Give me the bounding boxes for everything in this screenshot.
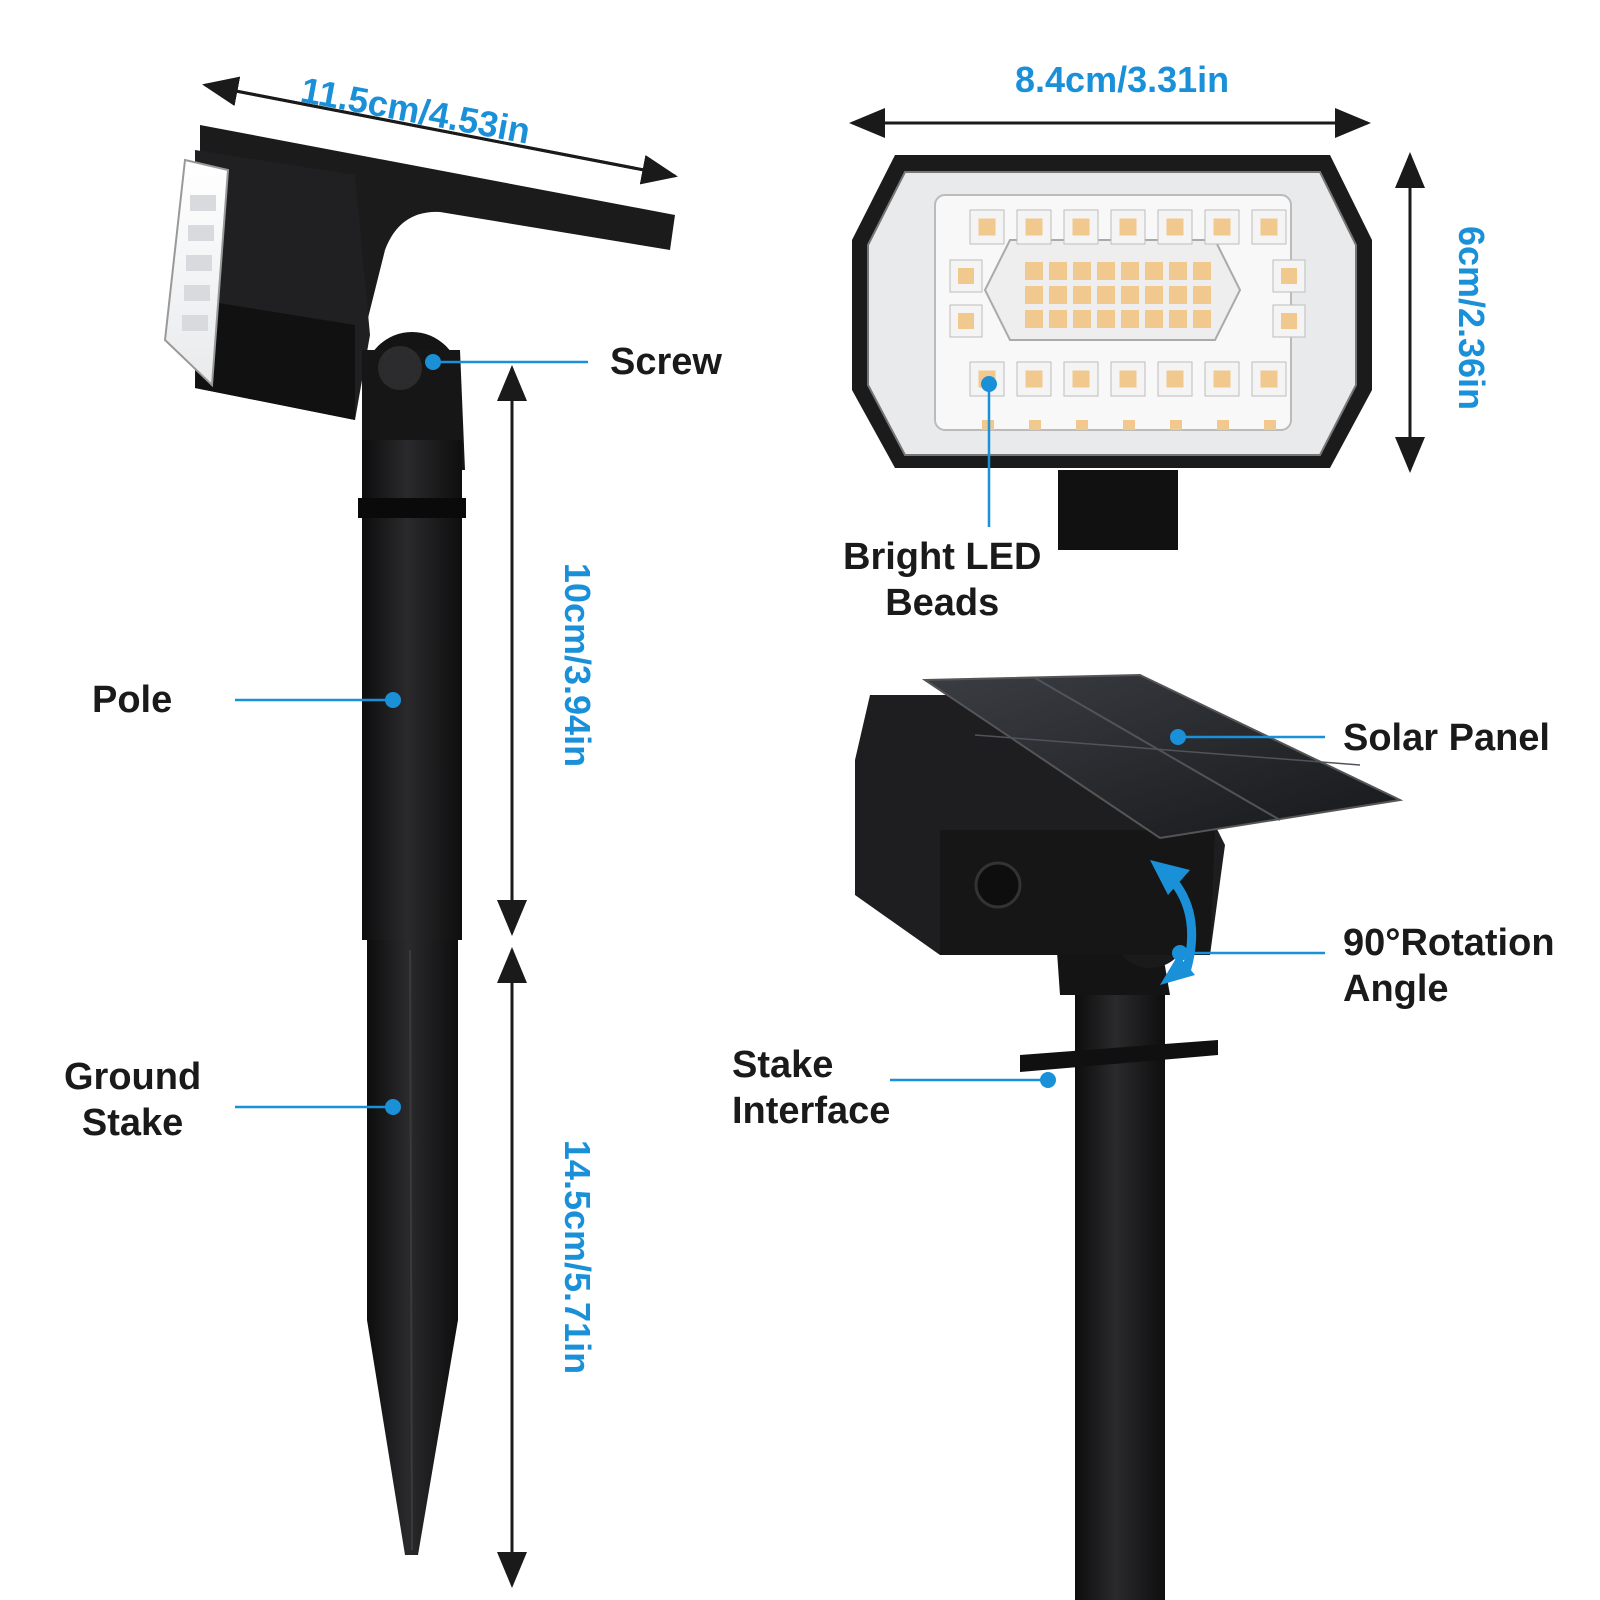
ground-stake-label-line2: Stake [81, 1102, 184, 1144]
bright-led-label-line2: Beads [885, 582, 1000, 624]
led-bead [1145, 286, 1163, 304]
led-bead [1264, 420, 1276, 430]
rotation-angle-label-line2: Angle [1343, 968, 1449, 1010]
led-bead [1025, 310, 1043, 328]
led-bead [1213, 218, 1231, 236]
led-beads [949, 209, 1306, 430]
led-bead [1213, 370, 1231, 388]
led-bead [1025, 286, 1043, 304]
led-bead [958, 268, 974, 284]
panel-width-dimension: 8.4cm/3.31in [1015, 59, 1230, 100]
led-bead [1073, 262, 1091, 280]
led-bead [1097, 310, 1115, 328]
led-bead [1025, 218, 1043, 236]
rotation-angle-label: 90°Rotation Angle [1343, 920, 1555, 1012]
bright-led-label-line1: Bright LED [843, 536, 1042, 578]
panel-height-dimension: 6cm/2.36in [1451, 225, 1492, 411]
bright-led-label: Bright LED Beads [843, 534, 1041, 626]
led-bead [1073, 310, 1091, 328]
led-bead [1169, 262, 1187, 280]
pole-label: Pole [92, 679, 173, 721]
led-bead [1072, 218, 1090, 236]
led-bead [958, 313, 974, 329]
side-view-light [163, 125, 675, 1555]
led-bead [1193, 310, 1211, 328]
led-bead [1121, 286, 1139, 304]
led-bead [1097, 286, 1115, 304]
stake-interface-label: Stake Interface [732, 1042, 890, 1134]
front-view-light [852, 155, 1372, 550]
led-bead [1029, 420, 1041, 430]
led-bead [1049, 262, 1067, 280]
led-bead [1193, 286, 1211, 304]
stake-length-dimension: 14.5cm/5.71in [557, 1139, 598, 1375]
led-bead [1169, 310, 1187, 328]
led-bead [1123, 420, 1135, 430]
ground-stake-label: Ground Stake [64, 1054, 201, 1146]
led-bead [1073, 286, 1091, 304]
led-bead [1072, 370, 1090, 388]
led-bead-frame [1016, 209, 1052, 245]
angled-view-light [855, 673, 1404, 1600]
screw-label: Screw [610, 341, 722, 383]
led-bead [1145, 310, 1163, 328]
led-bead-frame [1063, 209, 1099, 245]
led-bead [1260, 370, 1278, 388]
led-bead [1260, 218, 1278, 236]
led-bead [1025, 370, 1043, 388]
led-bead [1166, 370, 1184, 388]
pole-length-dimension: 10cm/3.94in [557, 562, 598, 768]
rotation-angle-label-line1: 90°Rotation [1343, 922, 1555, 964]
led-bead [1145, 262, 1163, 280]
led-bead [1217, 420, 1229, 430]
led-bead [1121, 262, 1139, 280]
solar-panel-label: Solar Panel [1343, 717, 1550, 759]
ground-stake-label-line1: Ground [64, 1056, 202, 1098]
led-bead [1281, 313, 1297, 329]
led-bead [1049, 286, 1067, 304]
led-bead [1049, 310, 1067, 328]
led-bead [1076, 420, 1088, 430]
callout-leaders [235, 354, 1325, 1115]
led-bead [1166, 218, 1184, 236]
led-bead [1193, 262, 1211, 280]
dimension-lines [202, 76, 1425, 1588]
led-bead [1097, 262, 1115, 280]
led-bead [1121, 310, 1139, 328]
stake-interface-label-line2: Interface [732, 1090, 891, 1132]
led-bead [1119, 218, 1137, 236]
led-bead [1281, 268, 1297, 284]
led-bead [1119, 370, 1137, 388]
led-bead [1169, 286, 1187, 304]
stake-interface-label-line1: Stake [732, 1044, 834, 1086]
led-bead [1170, 420, 1182, 430]
led-bead [1025, 262, 1043, 280]
led-bead [978, 218, 996, 236]
